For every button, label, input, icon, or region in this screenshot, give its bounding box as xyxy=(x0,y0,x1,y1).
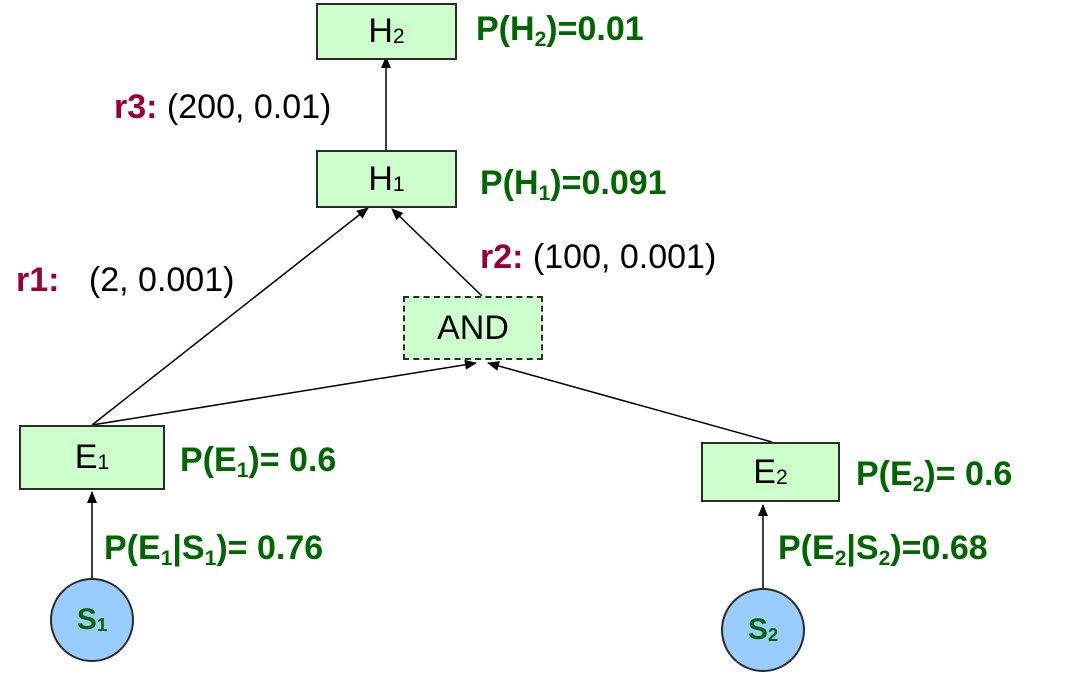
prob-e1-b: )= 0.6 xyxy=(248,441,337,479)
rule-r3: r3: (200, 0.01) xyxy=(114,90,331,124)
rule-r2-value: (100, 0.001) xyxy=(532,238,717,276)
node-s1-letter: S xyxy=(76,603,97,636)
prob-e1s1-sub2: 1 xyxy=(204,546,217,570)
rule-r2: r2: (100, 0.001) xyxy=(480,240,716,274)
rule-r1-name: r1: xyxy=(16,261,60,299)
prob-h1-a: P(H xyxy=(480,164,539,202)
prob-e2s2-a: P(E xyxy=(778,529,835,567)
edge-e1-to-and xyxy=(91,359,477,426)
node-h1-sub: 1 xyxy=(392,172,405,196)
node-h2-sub: 2 xyxy=(392,25,405,49)
prob-e2-a: P(E xyxy=(856,455,913,493)
edge-e2-to-and xyxy=(487,361,773,443)
prob-h1-sub: 1 xyxy=(538,181,551,205)
rule-r1-value: (2, 0.001) xyxy=(88,261,235,299)
node-e2-sub: 2 xyxy=(775,465,788,489)
prob-h1: P(H1)=0.091 xyxy=(480,164,667,204)
node-e2-letter: E xyxy=(753,452,776,491)
prob-h2-b: )=0.01 xyxy=(546,10,644,48)
prob-e2-given-s2: P(E2|S2)=0.68 xyxy=(778,529,988,569)
prob-e1: P(E1)= 0.6 xyxy=(180,441,337,481)
prob-e2s2-b: )=0.68 xyxy=(890,529,988,567)
edge-and-to-h1 xyxy=(391,208,483,297)
node-h2-letter: H xyxy=(368,12,393,50)
prob-h2-sub: 2 xyxy=(534,27,547,51)
node-s2-letter: S xyxy=(747,613,768,646)
node-e1-letter: E xyxy=(74,438,98,476)
prob-e1-given-s1: P(E1|S1)= 0.76 xyxy=(104,529,324,569)
rule-r1: r1: (2, 0.001) xyxy=(16,263,234,297)
node-and: AND xyxy=(403,296,543,360)
prob-e1s1-mid: |S xyxy=(172,529,205,567)
prob-e2s2-sub2: 2 xyxy=(878,546,891,570)
rule-r3-value: (200, 0.01) xyxy=(166,88,332,126)
prob-e1s1-sub1: 1 xyxy=(160,546,173,570)
prob-h2-a: P(H xyxy=(476,10,535,48)
node-and-label: AND xyxy=(437,308,509,347)
prob-e1-sub: 1 xyxy=(236,458,249,482)
prob-e1-a: P(E xyxy=(180,441,237,479)
rule-r2-name: r2: xyxy=(480,238,524,276)
prob-h2: P(H2)=0.01 xyxy=(476,10,644,50)
prob-e1s1-b: )= 0.76 xyxy=(216,529,324,567)
prob-e2-sub: 2 xyxy=(912,472,925,496)
prob-e1s1-a: P(E xyxy=(104,529,161,567)
edge-e1-to-h1 xyxy=(91,207,369,426)
prob-e2s2-mid: |S xyxy=(846,529,879,567)
prob-e2-b: )= 0.6 xyxy=(924,455,1013,493)
node-s1-sub: 1 xyxy=(96,614,108,636)
node-s2-sub: 2 xyxy=(767,624,779,646)
rule-r3-name: r3: xyxy=(114,88,158,126)
node-h1-letter: H xyxy=(368,159,393,198)
prob-h1-b: )=0.091 xyxy=(550,164,667,202)
node-e1-sub: 1 xyxy=(97,451,110,475)
prob-e2s2-sub1: 2 xyxy=(834,546,847,570)
prob-e2: P(E2)= 0.6 xyxy=(856,455,1013,495)
